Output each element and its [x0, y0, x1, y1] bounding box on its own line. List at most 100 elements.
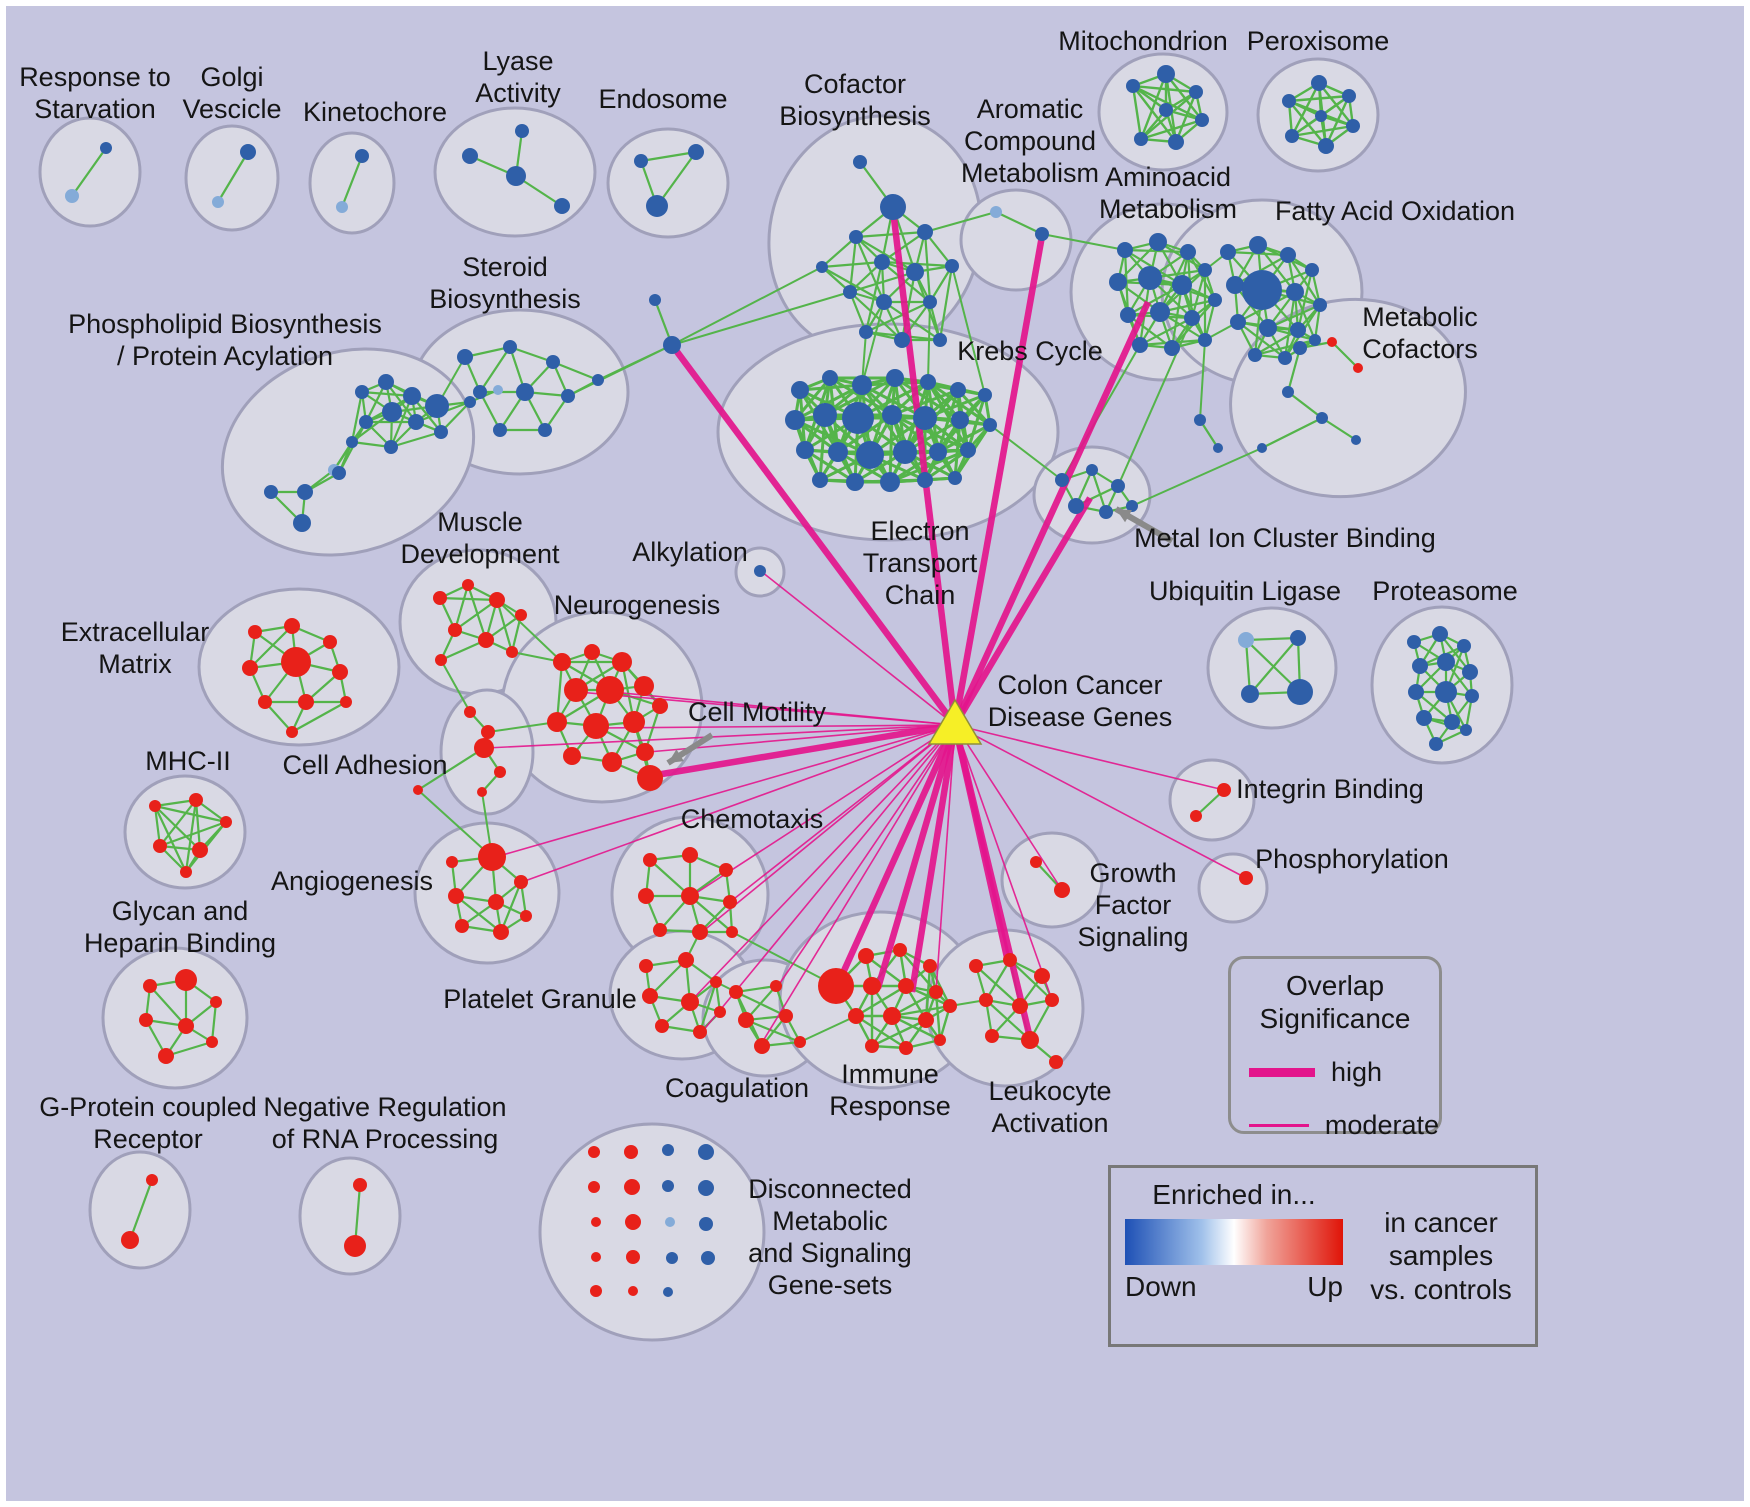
inter-cluster-green-edge: [417, 789, 493, 858]
fatty-acid-oxidation-node: [1259, 319, 1277, 337]
metabolic-cofactors-node: [1282, 386, 1294, 398]
chemotaxis-node: [692, 924, 708, 940]
fatty-acid-oxidation-edge: [1267, 303, 1321, 330]
lyase-activity-label: Activity: [475, 78, 561, 108]
mitochondrion-node: [1168, 134, 1184, 150]
muscle-development-node: [478, 632, 494, 648]
cofactor-biosynthesis-node: [843, 285, 857, 299]
metal-ion-cluster-binding-node: [1099, 505, 1113, 519]
golgi-vescicle-node: [240, 144, 256, 160]
disconnected-gene-sets-node: [698, 1180, 714, 1196]
chemotaxis-node: [643, 853, 657, 867]
glycan-heparin-binding-node: [206, 1036, 218, 1048]
steroid-biosynthesis-edge: [479, 391, 501, 431]
immune-response-node: [893, 943, 907, 957]
phospholipid-biosynthesis-node: [425, 394, 449, 418]
hub-edge-high: [835, 723, 958, 986]
aromatic-compound-metabolism-ellipse: [959, 188, 1073, 292]
angiogenesis-node: [488, 894, 504, 910]
immune-response-label: Immune: [841, 1059, 939, 1089]
cofactor-biosynthesis-edge: [855, 236, 916, 273]
enriched-gradient-block: Enriched in... Down Up: [1125, 1178, 1343, 1334]
krebs-electron-transport-node: [913, 406, 937, 430]
phospholipid-biosynthesis-node: [464, 396, 476, 408]
leukocyte-activation-node: [1021, 1031, 1039, 1049]
immune-response-node: [943, 999, 957, 1013]
cell-adhesion-node: [477, 787, 487, 797]
inter-cluster-green-edge: [861, 301, 885, 386]
peroxisome-edge: [1288, 100, 1327, 147]
cell-adhesion-node: [474, 738, 494, 758]
coagulation-label: Coagulation: [665, 1073, 809, 1103]
glycan-heparin-binding-label: Heparin Binding: [84, 928, 276, 958]
proteasome-node: [1412, 658, 1428, 674]
steroid-biosynthesis-edge: [479, 346, 511, 393]
aminoacid-metabolism-edge: [1117, 241, 1159, 283]
aminoacid-metabolism-node: [1132, 337, 1148, 353]
g-protein-coupled-receptor-label: Receptor: [93, 1124, 203, 1154]
disconnected-gene-sets-label: and Signaling: [748, 1238, 912, 1268]
cell-adhesion-label: Cell Adhesion: [282, 750, 447, 780]
immune-response-label: Response: [829, 1091, 951, 1121]
mitochondrion-edge: [1165, 73, 1203, 121]
aromatic-compound-metabolism-label: Compound: [964, 126, 1096, 156]
growth-factor-signaling-label: Signaling: [1077, 922, 1188, 952]
angiogenesis-node: [446, 856, 458, 868]
ubiquitin-ligase-node: [1290, 630, 1306, 646]
krebs-electron-transport-edge: [889, 448, 969, 484]
hub-edge-high: [889, 209, 959, 726]
negative-regulation-rna-processing-label: of RNA Processing: [272, 1124, 499, 1154]
golgi-vescicle-node: [212, 196, 224, 208]
disconnected-gene-sets-ellipse: [538, 1122, 766, 1342]
cofactor-biosynthesis-node: [880, 194, 906, 220]
hub-edge-moderate: [491, 724, 956, 859]
fatty-acid-oxidation-node: [1230, 314, 1246, 330]
krebs-electron-transport-edge: [937, 423, 991, 454]
growth-factor-signaling-node: [1054, 882, 1070, 898]
steroid-biosynthesis-node: [493, 423, 507, 437]
mhc-ii-edge: [154, 805, 201, 851]
metabolic-cofactors-edge: [1286, 347, 1302, 393]
peroxisome-node: [1346, 119, 1360, 133]
angiogenesis-node: [455, 919, 469, 933]
cofactor-biosynthesis-edge: [938, 265, 954, 341]
mhc-ii-edge: [159, 820, 227, 848]
metabolic-cofactors-node: [1353, 363, 1363, 373]
mitochondrion-edge: [1132, 85, 1177, 143]
inter-cluster-green-edge: [1199, 339, 1206, 421]
peroxisome-node: [1318, 138, 1334, 154]
cofactor-biosynthesis-edge: [923, 231, 932, 303]
chemotaxis-node: [682, 847, 698, 863]
mhc-ii-edge: [154, 804, 227, 824]
steroid-biosynthesis-node: [457, 349, 473, 365]
enriched-context-text: in cancer samples vs. controls: [1361, 1178, 1521, 1334]
hub-edge-moderate: [954, 724, 1247, 879]
krebs-electron-transport-node: [856, 441, 884, 469]
overlap-moderate-row: moderate: [1231, 1110, 1439, 1141]
cofactor-biosynthesis-edge: [854, 236, 886, 303]
muscle-development-node: [515, 609, 527, 621]
leukocyte-activation-edge: [1009, 959, 1053, 1001]
mhc-ii-label: MHC-II: [145, 746, 230, 776]
inter-cluster-green-edge: [989, 424, 1063, 481]
hub-edge-moderate: [701, 724, 956, 1033]
steroid-biosynthesis-label: Steroid: [462, 252, 548, 282]
endosome-node: [646, 195, 668, 217]
disconnected-gene-sets-label: Gene-sets: [768, 1270, 893, 1300]
metabolic-cofactors-edge: [1261, 417, 1323, 449]
gradient-endpoint-labels: Down Up: [1125, 1271, 1343, 1303]
mitochondrion-node: [1126, 79, 1140, 93]
krebs-electron-transport-node: [846, 473, 864, 491]
angiogenesis-edge: [499, 881, 523, 933]
angiogenesis-label: Angiogenesis: [271, 866, 433, 896]
annotation-arrowhead: [668, 749, 684, 763]
alkylation-node: [754, 565, 766, 577]
metal-ion-cluster-binding-node: [1126, 500, 1138, 512]
hub-edge-moderate: [521, 724, 956, 883]
glycan-heparin-binding-node: [175, 969, 197, 991]
aminoacid-metabolism-node: [1180, 244, 1196, 260]
overlap-significance-legend: Overlap Significance high moderate: [1228, 956, 1442, 1140]
endosome-edge: [640, 150, 697, 163]
cell-adhesion-node: [481, 725, 495, 739]
